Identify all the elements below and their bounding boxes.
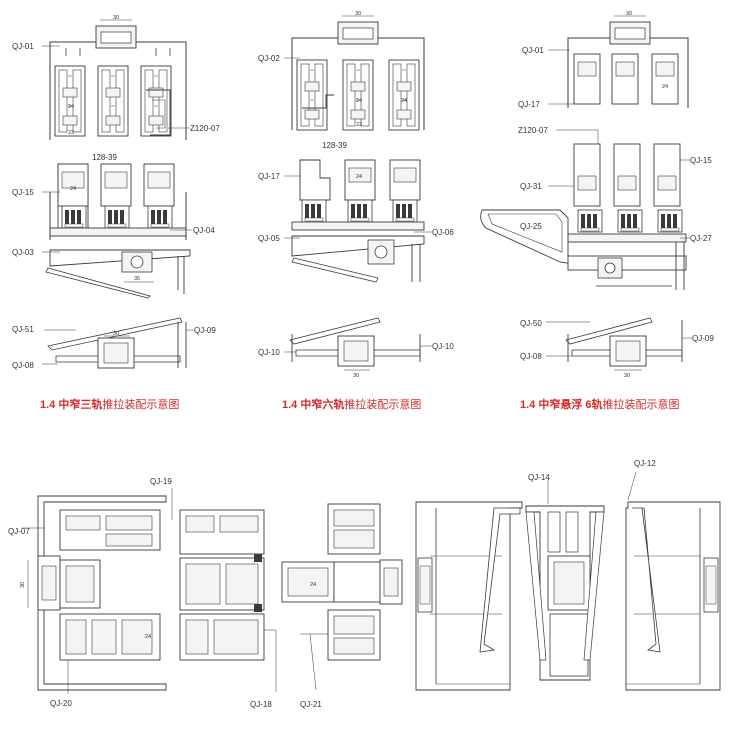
label-qj27: QJ-27: [690, 234, 712, 243]
diagram-three-track: 30 24 23 QJ-01 Z120-07 128-39 24: [12, 15, 220, 370]
caption-three-track: 1.4 中窄三轨推拉装配示意图: [40, 396, 179, 412]
caption-six-track-subtitle: 推拉装配示意图: [344, 399, 422, 411]
dim-30: 30: [355, 11, 361, 17]
label-qj18: QJ-18: [250, 700, 272, 709]
dim-30b: 30: [624, 373, 630, 379]
head-frame-qj01: [49, 25, 187, 140]
label-qj25: QJ-25: [520, 222, 542, 231]
caption-floating-subtitle: 推拉装配示意图: [602, 399, 680, 411]
label-128-39: 128-39: [322, 141, 347, 150]
label-qj05: QJ-05: [258, 234, 280, 243]
dim-24c: 24: [356, 174, 362, 180]
label-qj04: QJ-04: [193, 226, 215, 235]
label-qj02: QJ-02: [258, 54, 280, 63]
diagram-casement-sections: 30 24 QJ-07 QJ-20 QJ-19 QJ-18 24: [8, 477, 403, 709]
sill-sash-row: [57, 163, 175, 207]
label-qj01: QJ-01: [12, 42, 34, 51]
label-128-39: 128-39: [92, 153, 117, 162]
label-qj09: QJ-09: [692, 334, 714, 343]
label-qj15: QJ-15: [690, 156, 712, 165]
label-qj12: QJ-12: [634, 459, 656, 468]
caption-floating-title: 1.4 中窄悬浮 6轨: [520, 399, 603, 411]
label-qj10-right: QJ-10: [432, 342, 454, 351]
dim-24: 24: [68, 104, 74, 110]
caption-floating-six-track: 1.4 中窄悬浮 6轨推拉装配示意图: [520, 396, 680, 412]
dim-24b: 24: [70, 186, 76, 192]
label-z120-07: Z120-07: [190, 124, 220, 133]
label-qj03: QJ-03: [12, 248, 34, 257]
dim-30: 30: [113, 15, 119, 21]
dim-30: 30: [626, 11, 632, 17]
label-qj10-left: QJ-10: [258, 348, 280, 357]
label-qj08: QJ-08: [520, 352, 542, 361]
dim-23: 23: [68, 130, 74, 136]
caption-three-track-subtitle: 推拉装配示意图: [102, 399, 180, 411]
caption-six-track: 1.4 中窄六轨推拉装配示意图: [282, 396, 421, 412]
label-qj15: QJ-15: [12, 188, 34, 197]
dim-30-vertical: 30: [20, 582, 26, 588]
label-qj21: QJ-21: [300, 700, 322, 709]
dim-24: 24: [662, 84, 668, 90]
label-qj17: QJ-17: [258, 172, 280, 181]
caption-three-track-title: 1.4 中窄三轨: [40, 399, 103, 411]
label-qj50: QJ-50: [520, 319, 542, 328]
caption-six-track-title: 1.4 中窄六轨: [282, 399, 345, 411]
dim-30b: 30: [353, 373, 359, 379]
dim-24: 24: [356, 98, 362, 104]
dim-23: 23: [356, 122, 362, 128]
label-z120-07: Z120-07: [518, 126, 548, 135]
label-qj31: QJ-31: [520, 182, 542, 191]
diagram-floating-six-track: 30 24 QJ-01 QJ-17 Z120-07 QJ-15 QJ-31: [480, 11, 714, 379]
dim-24b: 24: [401, 98, 407, 104]
label-qj17: QJ-17: [518, 100, 540, 109]
label-qj14: QJ-14: [528, 473, 550, 482]
label-qj19: QJ-19: [150, 477, 172, 486]
label-qj51: QJ-51: [12, 325, 34, 334]
label-qj09: QJ-09: [194, 326, 216, 335]
label-qj08: QJ-08: [12, 361, 34, 370]
label-qj07: QJ-07: [8, 527, 30, 536]
dim-24b: 24: [310, 582, 316, 588]
label-qj20: QJ-20: [50, 699, 72, 708]
label-qj06: QJ-06: [432, 228, 454, 237]
dim-35: 35: [134, 276, 140, 282]
diagram-folding-frames: QJ-14 QJ-12: [415, 459, 721, 691]
dim-24: 24: [145, 634, 151, 640]
dim-30b: 30: [113, 331, 119, 337]
diagram-six-track: 30 24 24 23 QJ-02 128-39 24 QJ-17 QJ-05 …: [258, 11, 454, 379]
label-qj01: QJ-01: [522, 46, 544, 55]
